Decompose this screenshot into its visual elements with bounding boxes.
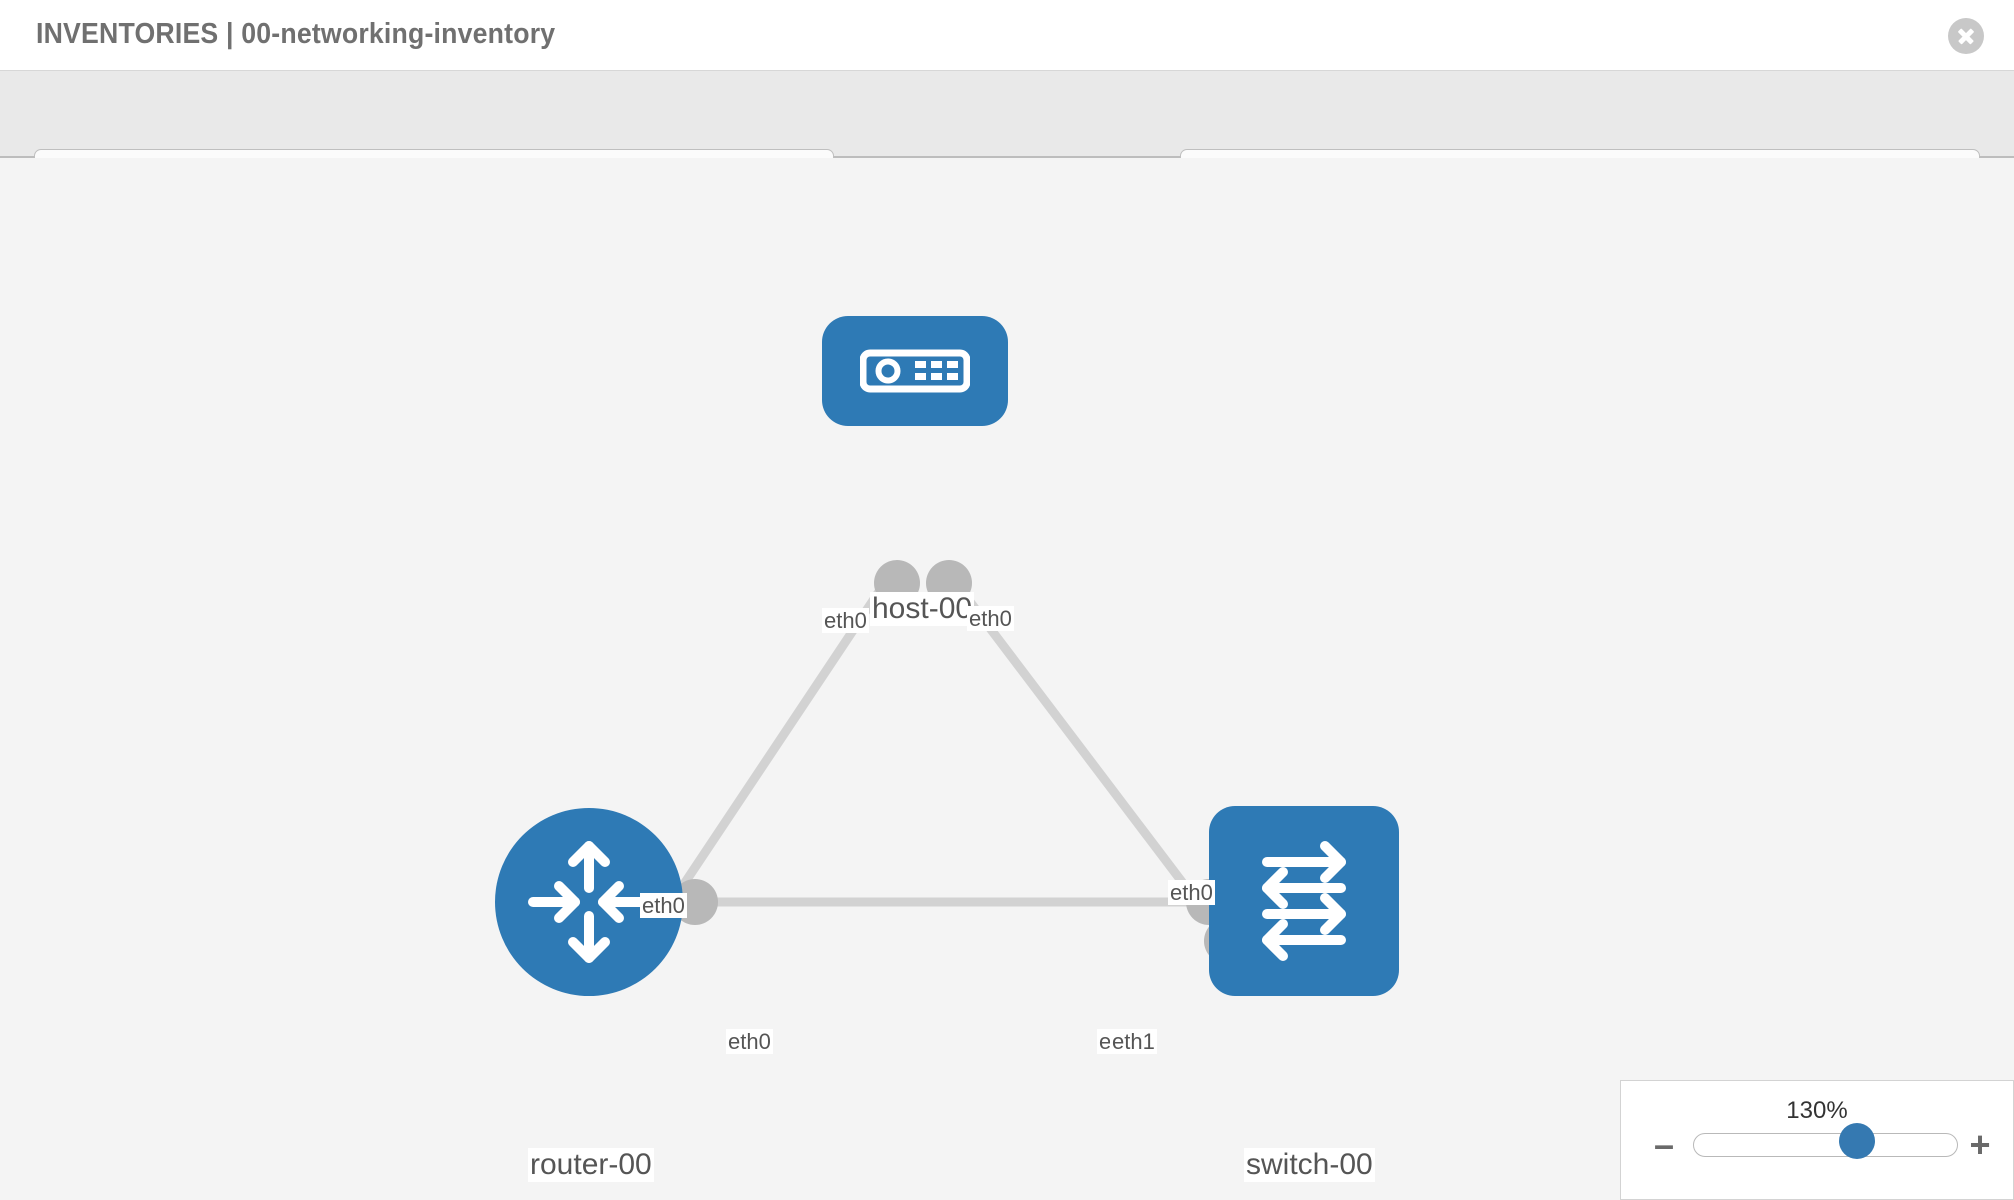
link-host-switch[interactable] bbox=[948, 575, 1230, 943]
node-host-00[interactable] bbox=[822, 316, 1008, 426]
node-label-switch: switch-00 bbox=[1244, 1148, 1375, 1182]
interface-label-switch-to-host: eth0 bbox=[1168, 880, 1215, 906]
node-label-host: host-00 bbox=[870, 592, 975, 626]
close-icon[interactable] bbox=[1948, 18, 1984, 54]
node-label-router: router-00 bbox=[528, 1148, 654, 1182]
interface-label-host-right: eth0 bbox=[967, 606, 1014, 632]
zoom-level-value: 130% bbox=[1786, 1097, 1848, 1124]
zoom-slider-track[interactable] bbox=[1693, 1133, 1958, 1157]
zoom-out-button[interactable]: – bbox=[1653, 1124, 1675, 1165]
interface-label-router-to-host: eth0 bbox=[640, 893, 687, 919]
page-title: INVENTORIES | 00-networking-inventory bbox=[36, 18, 556, 50]
server-icon bbox=[860, 349, 970, 393]
zoom-control-panel: 130% – + bbox=[1620, 1080, 2014, 1200]
zoom-in-button[interactable]: + bbox=[1969, 1124, 1991, 1165]
page-header: INVENTORIES | 00-networking-inventory bbox=[0, 0, 2014, 70]
switch-icon bbox=[1262, 841, 1346, 961]
interface-label-switch-to-router-b: eth1 bbox=[1110, 1029, 1157, 1055]
node-switch-00[interactable] bbox=[1209, 806, 1399, 996]
zoom-slider-thumb[interactable] bbox=[1839, 1123, 1876, 1159]
toolbar: ACTIONS SEARCH bbox=[0, 70, 2014, 203]
interface-label-host-left: eth0 bbox=[822, 608, 869, 634]
topology-canvas[interactable]: host-00 router-00 switch-00 eth0 eth0 et… bbox=[0, 158, 2014, 1200]
router-icon bbox=[528, 841, 650, 963]
interface-label-router-to-switch: eth0 bbox=[726, 1029, 773, 1055]
topology-links bbox=[668, 575, 1230, 943]
